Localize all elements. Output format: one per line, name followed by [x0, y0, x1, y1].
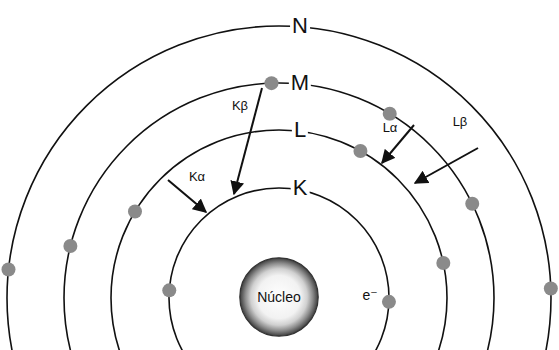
electron-shell	[111, 130, 447, 350]
electron-dot	[264, 76, 278, 90]
transition-label: Kβ	[230, 99, 250, 113]
shell-letter: K	[291, 176, 310, 200]
electron-shell	[64, 83, 494, 350]
transition-label: Kα	[187, 170, 207, 184]
electron-dot	[383, 107, 397, 121]
electron-symbol: e⁻	[362, 288, 377, 303]
nucleus: Núcleo	[239, 257, 319, 337]
transition-label: Lβ	[451, 115, 470, 129]
shell-letter: N	[290, 14, 310, 38]
electron-dot	[382, 295, 396, 309]
electron-dot	[128, 204, 142, 218]
electron-shell	[169, 188, 389, 350]
electron-dot	[465, 197, 479, 211]
electron-dot	[353, 144, 367, 158]
electron-dot	[436, 256, 450, 270]
electron-shell	[7, 26, 551, 350]
nucleus-label: Núcleo	[239, 257, 319, 337]
electron-dot	[162, 283, 176, 297]
shell-letter: L	[292, 118, 308, 142]
shell-letter: M	[289, 71, 311, 95]
electron-dot	[63, 239, 77, 253]
transition-arrow	[415, 148, 478, 183]
transition-label: Lα	[381, 121, 400, 135]
transition-arrow	[168, 180, 206, 212]
electron-dot	[544, 282, 558, 296]
electron-dot	[1, 263, 15, 277]
